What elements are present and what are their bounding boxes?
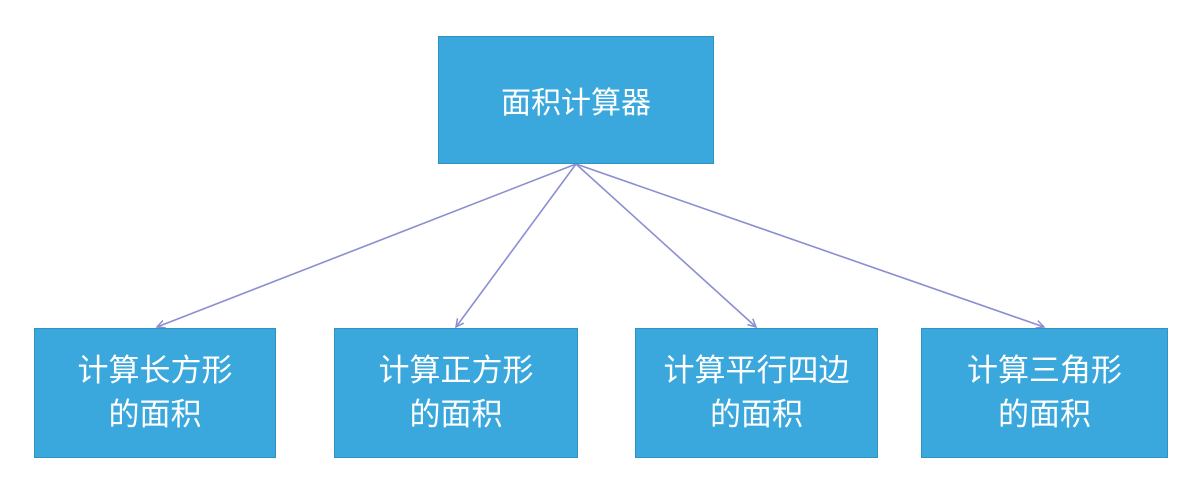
node-square-area[interactable]: 计算正方形 的面积	[334, 328, 578, 458]
node-square-label-line1: 计算正方形	[378, 353, 534, 389]
node-triangle-area[interactable]: 计算三角形 的面积	[921, 328, 1168, 458]
connector-root-to-parallelogram	[575, 163, 756, 327]
connector-root-to-rectangle	[157, 163, 577, 327]
node-rectangle-label-line1: 计算长方形	[77, 353, 233, 389]
node-square-label-line2: 的面积	[409, 397, 503, 433]
root-node-area-calculator[interactable]: 面积计算器	[438, 36, 714, 164]
connector-root-to-triangle	[575, 163, 1044, 327]
root-node-label: 面积计算器	[501, 86, 651, 121]
node-rectangle-label-line2: 的面积	[108, 397, 202, 433]
node-parallelogram-area[interactable]: 计算平行四边 的面积	[635, 328, 878, 458]
node-triangle-label-line2: 的面积	[998, 397, 1091, 433]
connector-root-to-square	[456, 163, 577, 327]
node-parallelogram-label-line2: 的面积	[710, 397, 803, 433]
node-rectangle-area[interactable]: 计算长方形 的面积	[34, 328, 276, 458]
node-triangle-label-line1: 计算三角形	[967, 353, 1122, 389]
node-parallelogram-label-line1: 计算平行四边	[663, 353, 850, 389]
